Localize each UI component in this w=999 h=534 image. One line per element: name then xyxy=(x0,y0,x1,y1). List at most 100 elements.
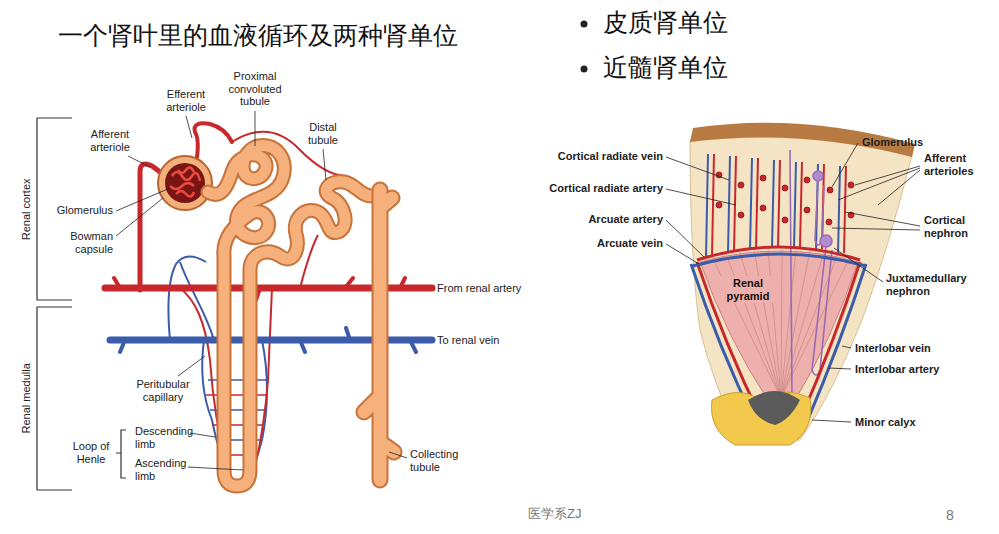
leader-line xyxy=(116,198,163,236)
region-bracket xyxy=(37,118,126,490)
glomerulus xyxy=(158,156,212,210)
part-label: Minor calyx xyxy=(855,416,985,429)
cortical-radiate-vein xyxy=(706,154,840,258)
bullet-dot xyxy=(581,21,588,28)
arcuate-vessels xyxy=(800,262,860,420)
page-number: 8 xyxy=(946,507,976,523)
part-label: Glomerulus xyxy=(43,204,113,217)
leader-line xyxy=(128,156,150,167)
vessel-label: Afferent arterioles xyxy=(924,152,994,177)
part-label: Loop of Henle xyxy=(67,440,115,465)
vessel-label: Interlobar vein xyxy=(855,342,985,355)
region-bracket xyxy=(37,307,72,490)
part-label: Bowman capsule xyxy=(53,230,113,255)
bullet-dot xyxy=(581,21,588,73)
glomerulus xyxy=(170,167,200,196)
cortical-radiate-vein xyxy=(706,154,840,258)
glomerulus-dot xyxy=(848,182,854,188)
bullet-text: 皮质肾单位 xyxy=(603,8,743,37)
renal-tubule xyxy=(364,190,394,480)
leader-line xyxy=(666,220,704,257)
leader-line xyxy=(828,368,851,369)
part-label: Descending limb xyxy=(135,425,201,450)
glomerulus-dot xyxy=(760,175,766,181)
nephron xyxy=(813,171,823,181)
glomerulus-dot xyxy=(826,219,832,225)
leader-line xyxy=(255,111,256,146)
part-label: Cortical nephron xyxy=(924,214,994,239)
part-label: Collecting tubule xyxy=(410,448,472,473)
part-label: Glomerulus xyxy=(862,136,942,149)
part-label: Afferent arteriole xyxy=(82,128,138,153)
renal-tubule xyxy=(208,145,372,486)
footer-text: 医学系ZJ xyxy=(528,507,648,522)
minor-calyx xyxy=(711,391,810,445)
glomerulus xyxy=(165,163,205,203)
leader-line xyxy=(389,452,407,458)
leader-line xyxy=(178,356,205,376)
renal-artery-branch xyxy=(195,123,232,164)
part-label: Efferent arteriole xyxy=(155,88,217,113)
vessel-label: Interlobar artery xyxy=(855,363,985,376)
renal-tubule xyxy=(364,190,394,480)
leader-line xyxy=(188,467,243,470)
vessel-label: Arcuate artery xyxy=(503,213,663,226)
leader-line xyxy=(832,143,858,187)
vessel-label: Cortical radiate artery xyxy=(503,182,663,195)
cortical-radiate-artery xyxy=(712,154,846,256)
renal-tubule xyxy=(208,145,372,486)
bullet-dot xyxy=(581,66,588,73)
glomerulus-dot xyxy=(782,185,788,191)
leader-line xyxy=(812,420,851,422)
glomerulus-dot xyxy=(827,187,833,193)
nephron xyxy=(790,150,792,395)
region-bracket xyxy=(116,430,126,478)
peritubular-capillary xyxy=(180,262,214,340)
part-label: Proximal convoluted tubule xyxy=(223,70,287,108)
renal-artery-branch xyxy=(114,278,405,300)
renal-pyramid xyxy=(700,249,858,400)
leader-line xyxy=(116,111,920,470)
glomerulus-dot xyxy=(716,202,722,208)
leader-line xyxy=(666,157,729,180)
renal-tubule xyxy=(208,145,394,486)
peritubular-capillary xyxy=(168,256,206,340)
leader-line xyxy=(666,244,699,264)
vessel-label: Cortical radiate vein xyxy=(503,150,663,163)
glomerulus-dot xyxy=(804,177,810,183)
leader-line xyxy=(323,149,326,180)
arcuate-vessels xyxy=(693,254,866,266)
leader-line xyxy=(834,248,883,282)
part-label: Distal tubule xyxy=(299,121,347,146)
vessel-label: To renal vein xyxy=(437,334,567,347)
leader-line xyxy=(190,433,215,437)
leader-line xyxy=(842,346,851,348)
glomerulus-dot xyxy=(716,172,854,225)
glomerulus-dot xyxy=(804,207,810,213)
renal-lobe xyxy=(690,123,915,440)
nephron xyxy=(812,246,832,375)
glomerulus-dot xyxy=(738,182,744,188)
slide-title: 一个肾叶里的血液循环及两种肾单位 xyxy=(58,20,458,50)
region-label: Renal cortex xyxy=(20,164,33,254)
leader-line xyxy=(116,188,170,211)
leader-line xyxy=(186,116,192,138)
glomerulus-dot xyxy=(738,212,744,218)
minor-calyx xyxy=(748,391,800,425)
glomerulus-dot xyxy=(760,205,766,211)
leader-line xyxy=(832,212,920,230)
minor-calyx xyxy=(711,392,810,445)
leader-line xyxy=(838,166,920,205)
region-label: Renal pyramid xyxy=(720,276,776,303)
cortical-radiate-artery xyxy=(712,154,846,256)
vessel-label: From renal artery xyxy=(437,282,567,295)
part-label: Ascending limb xyxy=(135,457,201,482)
glomerulus-dot xyxy=(782,217,788,223)
bullet-text: 近髓肾单位 xyxy=(603,53,743,82)
region-label: Renal medulla xyxy=(20,353,33,443)
leader-line xyxy=(666,189,736,205)
glomerulus xyxy=(158,156,212,210)
part-label: Peritubular capillary xyxy=(130,378,196,403)
nephron xyxy=(820,235,832,247)
